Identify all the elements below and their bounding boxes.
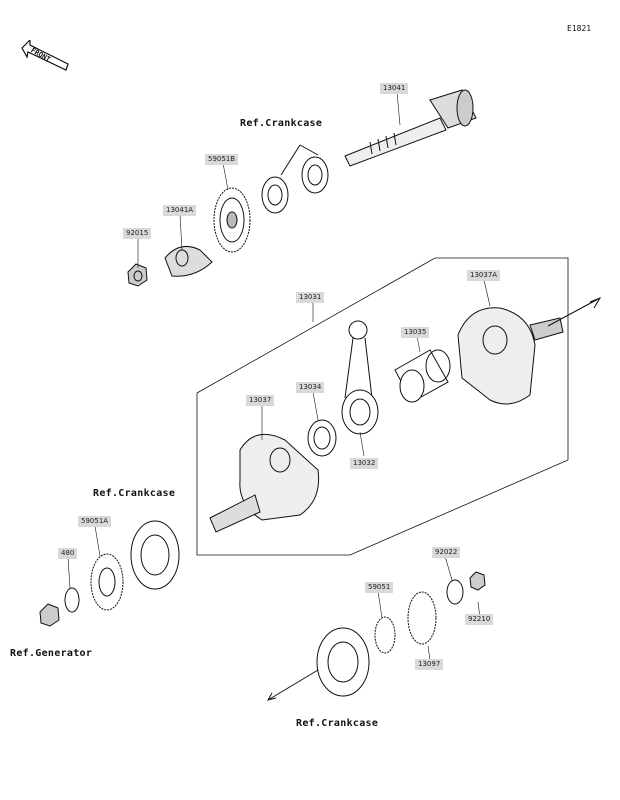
gear-13097 <box>407 591 437 645</box>
part-label-13034: 13034 <box>296 382 325 393</box>
gear-59051b <box>213 187 251 253</box>
nut-left <box>39 603 60 627</box>
bearing-bottom <box>316 627 370 697</box>
nut-92210 <box>469 571 486 591</box>
axis-arrow-bottom <box>266 669 319 701</box>
part-label-92015: 92015 <box>123 228 152 239</box>
axis-arrow-right <box>547 296 602 327</box>
crank-half-13037 <box>209 433 320 533</box>
ref-generator: Ref.Generator <box>10 648 93 659</box>
part-label-59051b: 59051B <box>205 154 239 165</box>
front-arrow-icon <box>21 40 69 71</box>
part-label-13031: 13031 <box>296 292 325 303</box>
crank-half-13037a <box>457 307 564 405</box>
bearing-top-1 <box>261 176 289 214</box>
assembly-outline-13031 <box>196 257 569 556</box>
part-label-13041: 13041 <box>380 83 409 94</box>
part-label-13032: 13032 <box>350 458 379 469</box>
needle-bearing-13034 <box>307 419 337 457</box>
part-label-59051: 59051 <box>365 582 394 593</box>
circlip-480 <box>64 587 80 613</box>
balancer-shaft-13041 <box>344 89 477 167</box>
gear-59051 <box>374 616 396 654</box>
ref-crankcase-left: Ref.Crankcase <box>93 488 176 499</box>
balancer-weight-13041a <box>164 245 213 277</box>
ref-crankcase-top: Ref.Crankcase <box>240 118 323 129</box>
part-label-92210: 92210 <box>465 614 494 625</box>
bearing-left <box>130 520 180 590</box>
part-label-13097: 13097 <box>415 659 444 670</box>
diagram-code: E1821 <box>567 24 592 33</box>
part-label-13037a: 13037A <box>467 270 501 281</box>
connecting-rod-13032 <box>341 320 379 435</box>
washer-92022 <box>446 579 464 605</box>
ref-crankcase-bottom: Ref.Crankcase <box>296 718 379 729</box>
bearing-top-2 <box>301 156 329 194</box>
part-label-59051a: 59051A <box>78 516 112 527</box>
crank-pin-13035 <box>394 349 451 403</box>
part-label-13035: 13035 <box>401 327 430 338</box>
gear-59051a <box>90 553 124 611</box>
part-label-13041a: 13041A <box>163 205 197 216</box>
part-label-480: 480 <box>58 548 78 559</box>
nut-92015 <box>127 263 148 287</box>
part-label-92022: 92022 <box>432 547 461 558</box>
part-label-13037: 13037 <box>246 395 275 406</box>
